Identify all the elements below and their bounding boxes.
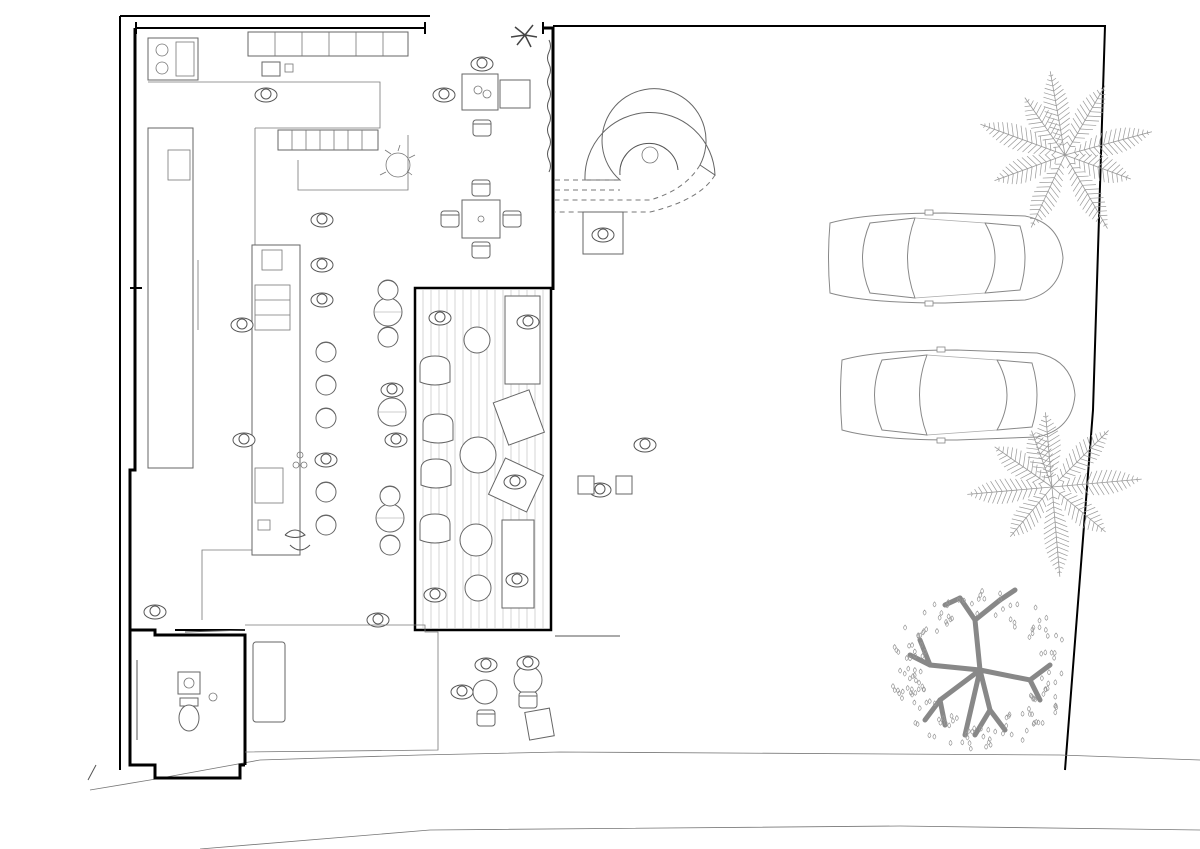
bar-counter	[230, 212, 338, 556]
indoor-dining	[366, 24, 538, 628]
palm-tree-icon	[980, 71, 1153, 229]
wood-deck-terrace	[413, 286, 553, 632]
palm-tree-icon	[967, 412, 1142, 577]
car-icon	[828, 209, 1064, 307]
tree-icon	[891, 587, 1064, 752]
kitchen	[147, 31, 409, 620]
plant-icon	[510, 24, 538, 48]
car-icon	[840, 346, 1076, 444]
restroom	[130, 628, 247, 765]
stove-icon	[155, 41, 195, 77]
spiral-stair-icon	[555, 88, 716, 255]
front-paving	[143, 437, 657, 753]
bar-stools	[315, 341, 337, 536]
toilet-icon	[178, 697, 200, 732]
site-boundary	[87, 15, 1200, 849]
building-walls	[128, 22, 555, 780]
